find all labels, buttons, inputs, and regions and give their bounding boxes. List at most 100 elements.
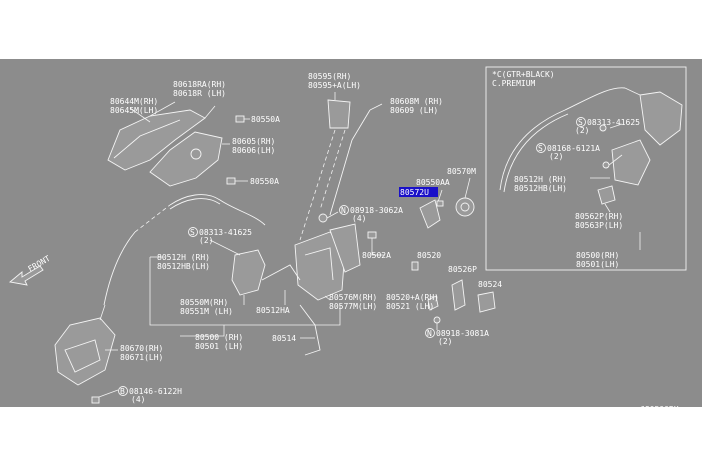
label-08313-41625-qty: (2) xyxy=(199,236,213,245)
s-mark-icon xyxy=(188,227,198,237)
leader-line xyxy=(608,154,623,166)
label-80606: 80606(LH) xyxy=(232,146,275,155)
label-80501: 80501 (LH) xyxy=(195,342,243,351)
key-cylinder-part xyxy=(327,99,351,129)
leader-line xyxy=(99,304,106,321)
latch-detail xyxy=(304,247,334,281)
label-80512ha: 80512HA xyxy=(256,306,290,315)
inset-label-08168-6121a: 08168-6121A xyxy=(547,144,600,153)
s-mark-text: S xyxy=(190,228,195,237)
door-latch-part xyxy=(294,231,346,301)
inset-label-08313-41625: 08313-41625 xyxy=(587,118,640,127)
inset-label-80512hb: 80512HB(LH) xyxy=(514,184,567,193)
screw-part xyxy=(367,231,377,239)
leader-line xyxy=(209,239,241,256)
label-80605: 80605(RH) xyxy=(232,137,275,146)
label-80618r: 80618R (LH) xyxy=(173,89,226,98)
label-08918-3081a-qty: (2) xyxy=(438,337,452,346)
label-80572u: 80572U xyxy=(400,188,429,197)
leader-line xyxy=(180,325,225,337)
handle-detail xyxy=(113,119,181,159)
label-80570m: 80570M xyxy=(447,167,476,176)
cable-part xyxy=(103,231,136,306)
front-arrow-icon xyxy=(8,265,44,286)
highlight-80572u xyxy=(399,187,438,197)
label-80524: 80524 xyxy=(478,280,502,289)
spring-part xyxy=(427,295,439,311)
leader-line xyxy=(204,105,216,119)
rod-part xyxy=(329,109,371,216)
dashed-guide xyxy=(134,204,171,233)
leader-line xyxy=(604,203,611,213)
leader-line xyxy=(324,295,331,301)
inset-clip-part xyxy=(597,185,616,205)
screw-part xyxy=(433,316,441,324)
dashed-guide xyxy=(299,129,336,241)
label-80500: 80500 (RH) xyxy=(195,333,243,342)
handle-bracket-part xyxy=(149,131,223,187)
label-08918-3081a: 08918-3081A xyxy=(436,329,489,338)
leader-line xyxy=(149,101,176,117)
label-80618ra: 80618RA(RH) xyxy=(173,80,226,89)
s-mark-icon xyxy=(576,117,586,127)
inset-latch-part xyxy=(639,91,683,146)
label-80671: 80671(LH) xyxy=(120,353,163,362)
inset-label-08168-6121a-qty: (2) xyxy=(549,152,563,161)
striker-detail xyxy=(460,202,470,212)
inside-handle-escutcheon-part xyxy=(54,317,116,386)
label-80595a: 80595+A(LH) xyxy=(308,81,361,90)
clip-part xyxy=(411,261,419,271)
screw-part xyxy=(602,161,610,169)
label-80644m: 80644M(RH) xyxy=(110,97,158,106)
inset-label-80501: 80501(LH) xyxy=(576,260,619,269)
rod-part xyxy=(261,264,301,281)
leader-line xyxy=(326,211,339,219)
dashed-guide xyxy=(319,129,346,211)
leader-line xyxy=(129,107,151,123)
n-mark-icon xyxy=(339,205,349,215)
s-mark-icon xyxy=(536,143,546,153)
inset-cable-part xyxy=(503,113,569,193)
inside-handle-part xyxy=(231,249,266,296)
screw-part xyxy=(226,177,236,185)
label-80608m: 80608M (RH) xyxy=(390,97,443,106)
label-80514: 80514 xyxy=(272,334,296,343)
label-08918-3062a-qty: (4) xyxy=(352,214,366,223)
label-80550a-2: 80550A xyxy=(250,177,279,186)
diagram-code: J80500BX xyxy=(640,405,679,414)
label-08918-3062a: 08918-3062A xyxy=(350,206,403,215)
label-80670: 80670(RH) xyxy=(120,344,163,353)
b-mark-icon xyxy=(118,386,128,396)
inset-label-80500: 80500(RH) xyxy=(576,251,619,260)
rod-part xyxy=(169,198,221,210)
inset-label-08313-41625-qty: (2) xyxy=(575,126,589,135)
inset-label-80562p: 80562P(RH) xyxy=(575,212,623,221)
label-80645m: 80645M(LH) xyxy=(110,106,158,115)
leader-line xyxy=(371,238,385,256)
screw-part xyxy=(318,213,328,223)
leader-line xyxy=(609,123,623,129)
escutcheon-part xyxy=(477,291,496,313)
screw-part xyxy=(91,396,100,404)
leader-line xyxy=(624,87,641,96)
leader-line xyxy=(464,177,471,199)
inset-label-80512h: 80512H (RH) xyxy=(514,175,567,184)
label-80595: 80595(RH) xyxy=(308,72,351,81)
label-08313-41625: 08313-41625 xyxy=(199,228,252,237)
latch-plate-part xyxy=(329,223,361,273)
escutcheon-detail xyxy=(64,339,101,373)
key-cylinder-rh-part xyxy=(419,199,441,229)
inset-note-2: C.PREMIUM xyxy=(492,79,536,88)
label-80520a: 80520+A(RH) xyxy=(386,293,439,302)
label-80502a: 80502A xyxy=(362,251,391,260)
label-80551m: 80551M (LH) xyxy=(180,307,233,316)
label-80577m: 80577M(LH) xyxy=(329,302,377,311)
striker-part xyxy=(455,197,475,217)
label-80512hb: 80512HB(LH) xyxy=(157,262,210,271)
label-80609: 80609 (LH) xyxy=(390,106,438,115)
b-mark-text: B xyxy=(120,387,125,396)
label-08146-6122h: 08146-6122H xyxy=(129,387,182,396)
label-80550aa: 80550AA xyxy=(416,178,450,187)
assembly-bracket-80500 xyxy=(149,257,341,326)
